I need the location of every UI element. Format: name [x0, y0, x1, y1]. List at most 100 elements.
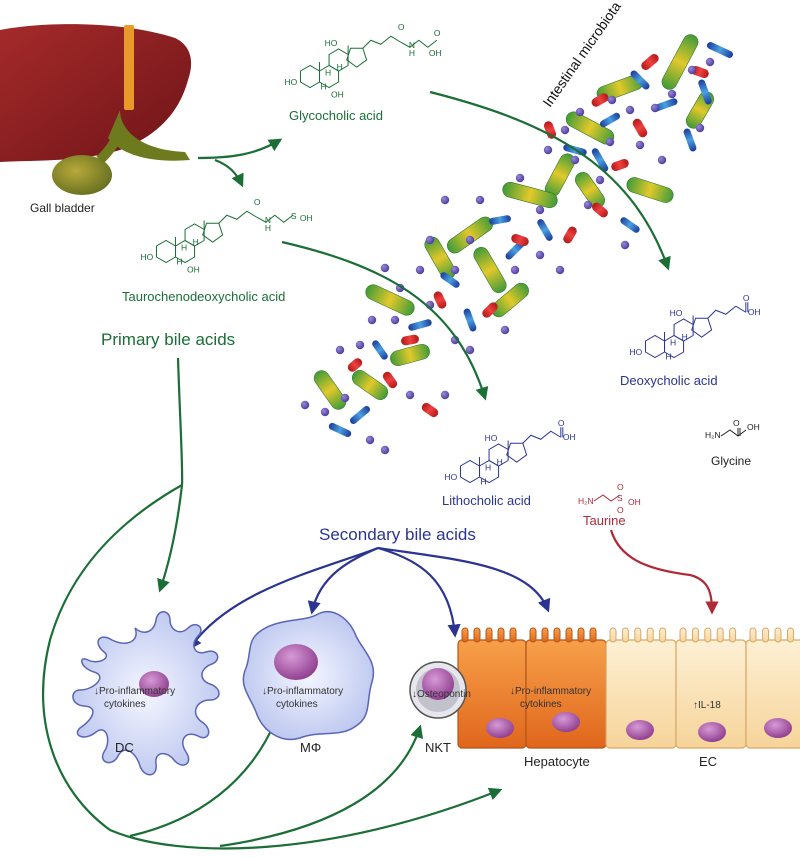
microbe-dot — [687, 65, 697, 75]
svg-text:OH: OH — [187, 265, 200, 275]
svg-text:H₂N: H₂N — [705, 430, 721, 440]
microbe-dot — [355, 340, 365, 350]
dendritic-cell — [72, 611, 220, 776]
hepatocyte-cell — [525, 627, 607, 749]
ec-cell — [675, 627, 747, 749]
bacterium-blue-rod — [440, 272, 460, 288]
microbe-dot — [367, 315, 377, 325]
primary-arrows — [42, 357, 503, 850]
svg-text:H: H — [670, 338, 676, 348]
microbe-dot — [583, 200, 593, 210]
svg-text:H: H — [181, 243, 187, 253]
bacterium-large — [351, 370, 389, 400]
microbe-dot — [620, 240, 630, 250]
svg-text:O: O — [617, 482, 624, 492]
microbe-dot — [535, 250, 545, 260]
microbe-dot — [440, 195, 450, 205]
bacterium-red-rod — [382, 371, 398, 389]
bacterium-blue-rod — [372, 340, 388, 360]
bacterium-blue-rod — [620, 217, 640, 233]
hepatocyte-label: Hepatocyte — [524, 754, 590, 769]
svg-text:O: O — [254, 197, 261, 207]
bacterium-red-rod — [511, 233, 529, 247]
bacterium-large — [491, 282, 529, 318]
microbe-dot — [535, 205, 545, 215]
microbe-dot — [595, 175, 605, 185]
bacterium-red-rod — [563, 226, 577, 244]
svg-text:N: N — [409, 40, 415, 50]
bacterium-red-rod — [421, 402, 439, 418]
glycine-label: Glycine — [711, 454, 751, 468]
microbe-dot — [335, 345, 345, 355]
bacterium-red-rod — [641, 53, 659, 71]
taurochenodeoxycholic-acid-label: Taurochenodeoxycholic acid — [122, 289, 285, 304]
microbe-dot — [440, 390, 450, 400]
bacterium-blue-rod — [698, 79, 712, 105]
microbe-dot — [475, 195, 485, 205]
svg-text:O: O — [617, 505, 624, 515]
macrophage-label: MΦ — [300, 740, 321, 755]
bacterium-large — [473, 247, 507, 293]
svg-text:HO: HO — [670, 308, 683, 318]
arrow-taurine-to-ec — [609, 529, 719, 615]
svg-text:S: S — [291, 211, 297, 221]
taurine-structure: H₂N S OH O O — [578, 482, 641, 515]
bacterium-red-rod — [482, 302, 498, 318]
svg-text:HO: HO — [485, 433, 498, 443]
bacterium-blue-rod — [537, 219, 553, 241]
cell-nucleus — [552, 712, 580, 732]
microbe-dot — [365, 435, 375, 445]
svg-text:OH: OH — [331, 90, 344, 100]
bacterium-large — [365, 284, 415, 316]
microbe-dot — [405, 390, 415, 400]
hepatocyte-cell — [457, 627, 527, 749]
ec-effect: ↑IL-18 — [693, 700, 721, 711]
ec-label: EC — [699, 754, 717, 769]
dc-label: DC — [115, 740, 134, 755]
gall-bladder-label: Gall bladder — [30, 201, 95, 215]
svg-text:O: O — [434, 28, 441, 38]
svg-text:H: H — [485, 463, 491, 473]
cell-nucleus — [764, 718, 792, 738]
svg-text:H: H — [265, 223, 271, 233]
svg-text:O: O — [743, 293, 750, 303]
svg-text:H: H — [409, 48, 415, 58]
macrophage-effect-line1: ↓Pro-inflammatory — [262, 686, 343, 697]
bacterium-blue-rod — [706, 42, 734, 58]
svg-text:H₂N: H₂N — [578, 496, 594, 506]
hepatocyte-effect-line1: ↓Pro-inflammatory — [510, 686, 591, 697]
svg-text:O: O — [733, 418, 740, 428]
microbe-dot — [380, 263, 390, 273]
svg-text:H: H — [177, 257, 183, 267]
bacterium-blue-rod — [683, 128, 697, 152]
bacterium-red-rod — [591, 93, 609, 107]
bacterium-large — [447, 216, 493, 254]
nkt-label: NKT — [425, 740, 451, 755]
microbe-dot — [415, 265, 425, 275]
bacterium-red-rod — [433, 291, 447, 309]
bacterium-blue-rod — [328, 422, 352, 438]
svg-text:HO: HO — [444, 472, 457, 482]
hepatocyte-effect-line2: cytokines — [520, 699, 562, 710]
svg-text:OH: OH — [563, 432, 576, 442]
microbe-dot — [570, 155, 580, 165]
microbe-dot — [625, 105, 635, 115]
bacterium-large — [502, 181, 558, 209]
svg-text:H: H — [337, 62, 343, 72]
bacterium-red-rod — [401, 334, 419, 346]
dc-effect-line2: cytokines — [104, 699, 146, 710]
bacterium-blue-rod — [591, 148, 609, 172]
bacterium-red-rod — [592, 202, 608, 218]
microbe-dot — [450, 265, 460, 275]
svg-text:O: O — [398, 22, 405, 32]
bacterium-large — [390, 343, 430, 367]
nkt-nucleus — [422, 668, 454, 700]
svg-text:S: S — [617, 493, 623, 503]
microbe-dot — [543, 145, 553, 155]
bacterium-blue-rod — [489, 215, 511, 225]
bacterium-red-rod — [632, 118, 648, 138]
